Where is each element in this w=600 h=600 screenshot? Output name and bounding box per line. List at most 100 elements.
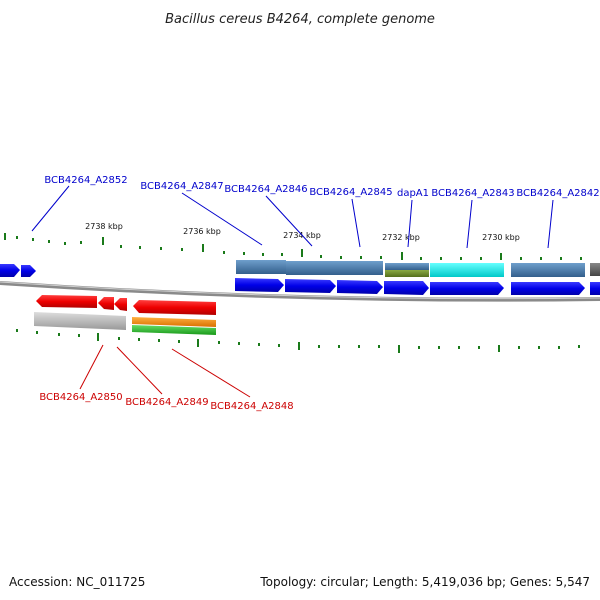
cog-bar bbox=[511, 263, 585, 277]
tick-mark bbox=[438, 346, 440, 349]
tick-mark bbox=[460, 257, 462, 260]
gene-label[interactable]: BCB4264_A2849 bbox=[125, 397, 208, 408]
cog-bar bbox=[385, 263, 429, 270]
outer-tick-ring bbox=[4, 233, 582, 260]
gene-label[interactable]: BCB4264_A2842 bbox=[516, 188, 599, 199]
tick-mark bbox=[401, 252, 403, 260]
tick-mark bbox=[181, 248, 183, 251]
tick-mark bbox=[139, 246, 141, 249]
forward-gene bbox=[511, 282, 585, 295]
genome-backbone bbox=[0, 281, 600, 302]
tick-mark bbox=[498, 345, 500, 352]
tick-mark bbox=[197, 339, 199, 347]
genome-summary-text: Topology: circular; Length: 5,419,036 bp… bbox=[259, 575, 590, 589]
forward-gene bbox=[430, 282, 504, 295]
tick-mark bbox=[16, 329, 18, 332]
tick-mark bbox=[580, 257, 582, 260]
tick-mark bbox=[80, 241, 82, 244]
tick-mark bbox=[32, 238, 34, 241]
tick-mark bbox=[558, 346, 560, 349]
forward-gene bbox=[235, 278, 284, 292]
tick-mark bbox=[223, 251, 225, 254]
forward-gene bbox=[384, 281, 429, 295]
tick-label: 2738 kbp bbox=[85, 222, 123, 231]
tick-mark bbox=[340, 256, 342, 259]
reverse-gene bbox=[114, 298, 127, 311]
forward-gene-partial bbox=[0, 264, 36, 277]
tick-mark bbox=[218, 341, 220, 344]
tick-mark bbox=[120, 245, 122, 248]
label-leader-line bbox=[171, 348, 251, 398]
forward-gene bbox=[590, 282, 600, 295]
tick-mark bbox=[281, 253, 283, 256]
tick-mark bbox=[458, 346, 460, 349]
tick-mark bbox=[480, 257, 482, 260]
tick-mark bbox=[138, 338, 140, 341]
tick-mark bbox=[420, 257, 422, 260]
gene-label[interactable]: dapA1 bbox=[397, 188, 429, 199]
tick-mark bbox=[36, 331, 38, 334]
tick-mark bbox=[102, 237, 104, 245]
tick-mark bbox=[560, 257, 562, 260]
tick-mark bbox=[301, 249, 303, 257]
tick-mark bbox=[78, 334, 80, 337]
cog-track-forward bbox=[236, 260, 600, 277]
tick-mark bbox=[160, 247, 162, 250]
bottom-gene-labels bbox=[79, 344, 251, 398]
cog-track-reverse bbox=[34, 312, 216, 335]
label-leader-line bbox=[351, 198, 361, 248]
tick-mark bbox=[320, 255, 322, 258]
cog-bar bbox=[236, 260, 286, 274]
tick-mark bbox=[440, 257, 442, 260]
gene-label[interactable]: BCB4264_A2843 bbox=[431, 188, 514, 199]
tick-mark bbox=[58, 333, 60, 336]
label-leader-line bbox=[181, 192, 263, 246]
tick-mark bbox=[380, 256, 382, 259]
cog-bar bbox=[286, 261, 383, 275]
label-leader-line bbox=[265, 195, 313, 247]
tick-mark bbox=[16, 236, 18, 239]
gene-label[interactable]: BCB4264_A2845 bbox=[309, 187, 392, 198]
tick-mark bbox=[298, 342, 300, 350]
tick-mark bbox=[500, 253, 502, 260]
tick-mark bbox=[243, 252, 245, 255]
tick-mark bbox=[178, 340, 180, 343]
tick-mark bbox=[48, 240, 50, 243]
tick-mark bbox=[97, 333, 99, 341]
tick-mark bbox=[418, 346, 420, 349]
cog-bar bbox=[34, 312, 126, 330]
forward-gene bbox=[337, 280, 383, 294]
reverse-gene bbox=[36, 295, 97, 308]
tick-label: 2736 kbp bbox=[183, 227, 221, 236]
tick-mark bbox=[258, 343, 260, 346]
gene-label[interactable]: BCB4264_A2852 bbox=[44, 175, 127, 186]
forward-gene bbox=[285, 279, 336, 293]
gene-label[interactable]: BCB4264_A2850 bbox=[39, 392, 122, 403]
forward-gene-track bbox=[235, 278, 600, 295]
gene-label[interactable]: BCB4264_A2846 bbox=[224, 184, 307, 195]
cog-bar bbox=[132, 317, 216, 327]
tick-mark bbox=[278, 344, 280, 347]
cog-bar bbox=[430, 263, 504, 277]
cog-bar bbox=[590, 263, 600, 276]
tick-label: 2730 kbp bbox=[482, 233, 520, 242]
label-leader-line bbox=[407, 199, 413, 248]
tick-mark bbox=[520, 257, 522, 260]
tick-mark bbox=[238, 342, 240, 345]
cog-bar bbox=[132, 325, 216, 335]
reverse-gene bbox=[133, 300, 216, 315]
inner-tick-ring bbox=[16, 329, 580, 353]
gene-label[interactable]: BCB4264_A2847 bbox=[140, 181, 223, 192]
gene-label[interactable]: BCB4264_A2848 bbox=[210, 401, 293, 412]
tick-mark bbox=[64, 242, 66, 245]
label-leader-line bbox=[116, 346, 163, 395]
tick-mark bbox=[378, 345, 380, 348]
tick-mark bbox=[118, 337, 120, 340]
map-title: Bacillus cereus B4264, complete genome bbox=[165, 12, 435, 27]
tick-mark bbox=[338, 345, 340, 348]
tick-mark bbox=[578, 345, 580, 348]
accession-text: Accession: NC_011725 bbox=[9, 575, 145, 589]
tick-mark bbox=[158, 339, 160, 342]
tick-mark bbox=[318, 345, 320, 348]
tick-mark bbox=[398, 345, 400, 353]
